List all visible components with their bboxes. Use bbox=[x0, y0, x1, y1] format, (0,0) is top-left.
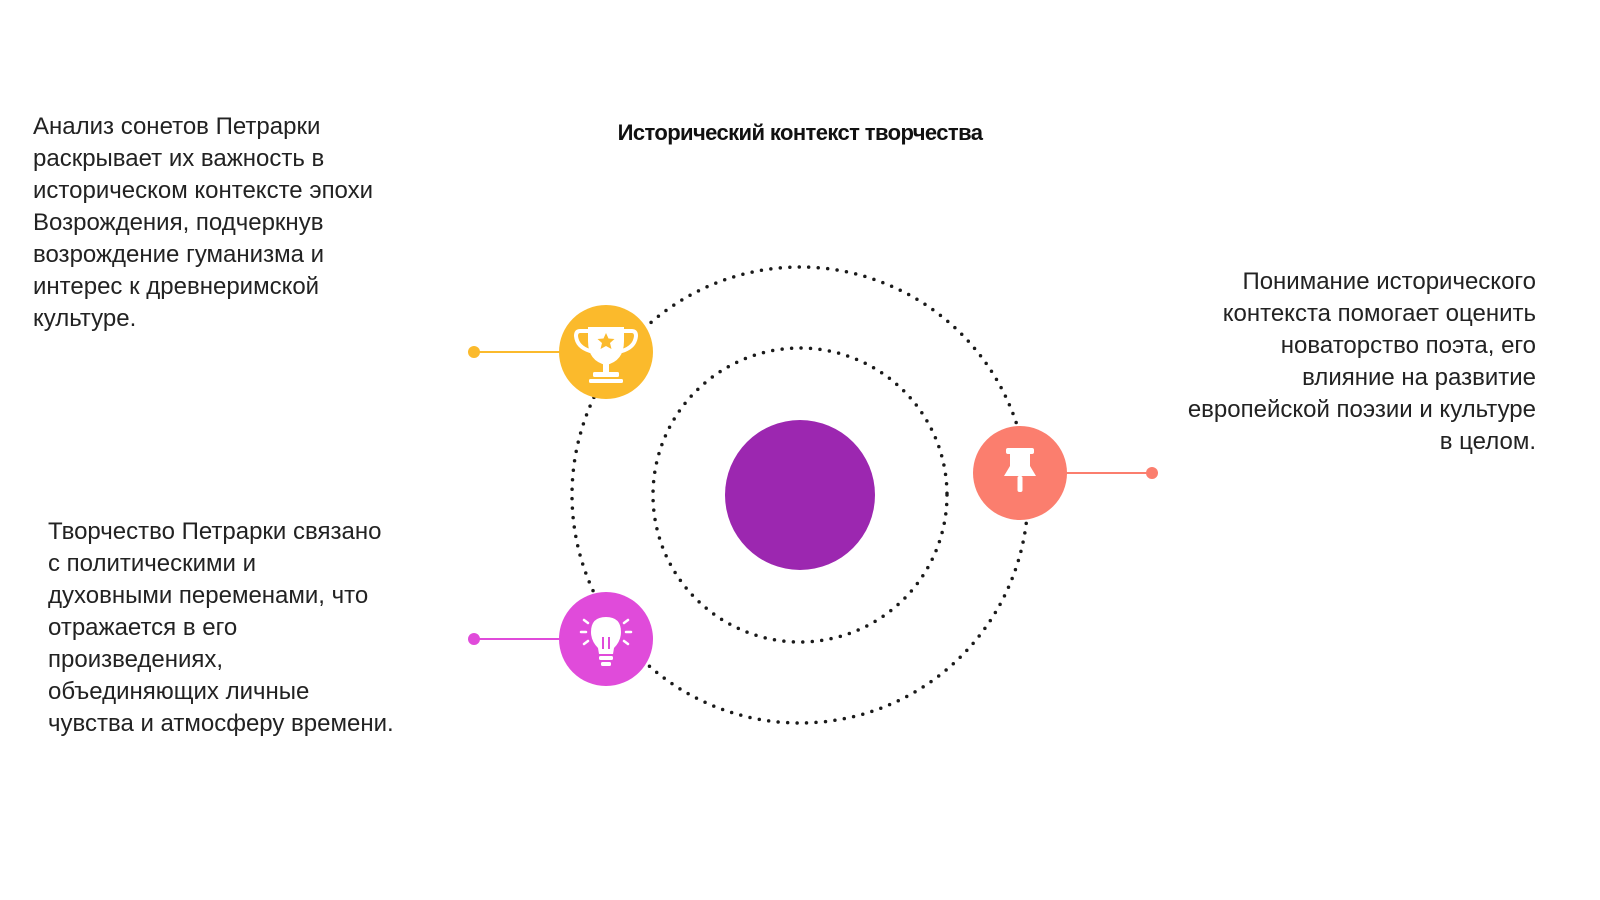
pushpin-icon bbox=[1004, 448, 1036, 492]
trophy-icon bbox=[573, 327, 639, 383]
pin-connector bbox=[1062, 467, 1158, 479]
inner-orbit bbox=[651, 346, 949, 644]
lightbulb-icon bbox=[579, 617, 633, 666]
pin-node bbox=[973, 426, 1067, 520]
lightbulb-description: Творчество Петрарки связано с политическ… bbox=[48, 518, 394, 737]
pushpin-description: Понимание исторического контекста помога… bbox=[1187, 268, 1536, 455]
center-circle bbox=[725, 420, 875, 570]
trophy-connector bbox=[468, 346, 562, 358]
trophy-node bbox=[559, 305, 653, 399]
bulb-node bbox=[559, 592, 653, 686]
trophy-description: Анализ сонетов Петрарки раскрывает их ва… bbox=[33, 113, 374, 332]
bulb-connector bbox=[468, 633, 562, 645]
slide-title: Исторический контекст творчества bbox=[617, 120, 983, 145]
